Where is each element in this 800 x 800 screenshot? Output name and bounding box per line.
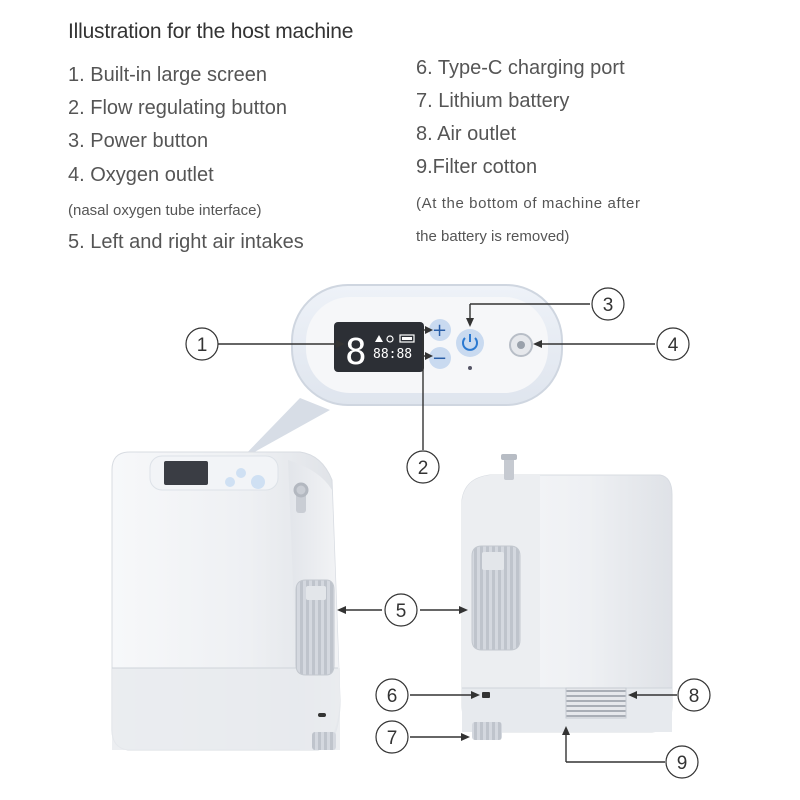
pulse-icon (386, 335, 394, 343)
side-intake-clip (482, 552, 504, 570)
lcd-big-digit: 8 (345, 332, 367, 373)
bubble-pointer (240, 398, 330, 460)
front-oxygen-outlet (296, 485, 306, 513)
front-lcd (164, 461, 208, 485)
power-led (468, 366, 472, 370)
side-air-intake (471, 545, 521, 651)
callout-1-circle (185, 327, 219, 361)
note-bottom-of-machine: (At the bottom of machine after (416, 195, 641, 212)
callout-5-circle (384, 593, 418, 627)
front-power-button[interactable] (251, 475, 265, 489)
minus-icon: − (432, 348, 447, 369)
callout-9-circle (665, 745, 699, 779)
list-item-air-intakes: 5. Left and right air intakes (68, 231, 304, 253)
page-title: Illustration for the host machine (68, 20, 354, 43)
front-air-intake (295, 579, 335, 676)
battery-level-icon (402, 337, 412, 340)
front-battery-latch (312, 732, 336, 750)
side-air-outlet (565, 687, 627, 719)
power-icon (462, 337, 478, 351)
note-battery-removed: the battery is removed) (416, 228, 570, 245)
callout-lines (218, 303, 677, 763)
callout-5-label: 5 (396, 601, 407, 622)
callout-7-circle (375, 720, 409, 754)
callout-6-label: 6 (387, 686, 398, 707)
list-item-built-in-screen: 1. Built-in large screen (68, 64, 267, 86)
callout-8-label: 8 (689, 686, 700, 707)
callout-3-label: 3 (603, 295, 614, 316)
callout-2-label: 2 (418, 458, 429, 479)
oxygen-nozzle-icon (517, 341, 525, 349)
side-oxygen-outlet (504, 458, 514, 480)
callout-2-circle (406, 450, 440, 484)
side-battery-latch (472, 722, 502, 740)
front-minus-button[interactable] (225, 477, 235, 487)
warning-icon (375, 335, 383, 342)
callout-6-circle (375, 678, 409, 712)
flow-down-button[interactable] (429, 347, 451, 369)
list-item-filter-cotton: 9.Filter cotton (416, 156, 538, 178)
list-item-type-c-port: 6. Type-C charging port (416, 57, 625, 79)
list-item-air-outlet: 8. Air outlet (416, 123, 517, 145)
list-item-flow-button: 2. Flow regulating button (68, 97, 288, 119)
plus-icon: + (432, 320, 447, 341)
battery-icon (399, 334, 415, 343)
callout-circles: 1 2 3 4 5 6 7 8 9 (185, 287, 711, 779)
front-battery-base (112, 668, 340, 750)
list-item-power-button: 3. Power button (68, 130, 209, 152)
list-item-oxygen-outlet: 4. Oxygen outlet (68, 164, 214, 186)
side-type-c-port (482, 692, 490, 698)
front-intake-clip (306, 586, 326, 600)
callout-9-label: 9 (677, 753, 688, 774)
flow-up-button[interactable] (429, 319, 451, 341)
lcd-small-digits: 88:88 (373, 347, 412, 362)
callout-4-circle (656, 327, 690, 361)
callout-4-label: 4 (668, 335, 679, 356)
callout-3-circle (591, 287, 625, 321)
power-button[interactable] (456, 329, 484, 357)
callout-7-label: 7 (387, 728, 398, 749)
callout-8-circle (677, 678, 711, 712)
callout-1-label: 1 (197, 335, 208, 356)
front-type-c-port (318, 713, 326, 717)
note-nasal-tube: (nasal oxygen tube interface) (68, 202, 262, 219)
front-plus-button[interactable] (236, 468, 246, 478)
list-item-lithium-battery: 7. Lithium battery (416, 90, 570, 112)
